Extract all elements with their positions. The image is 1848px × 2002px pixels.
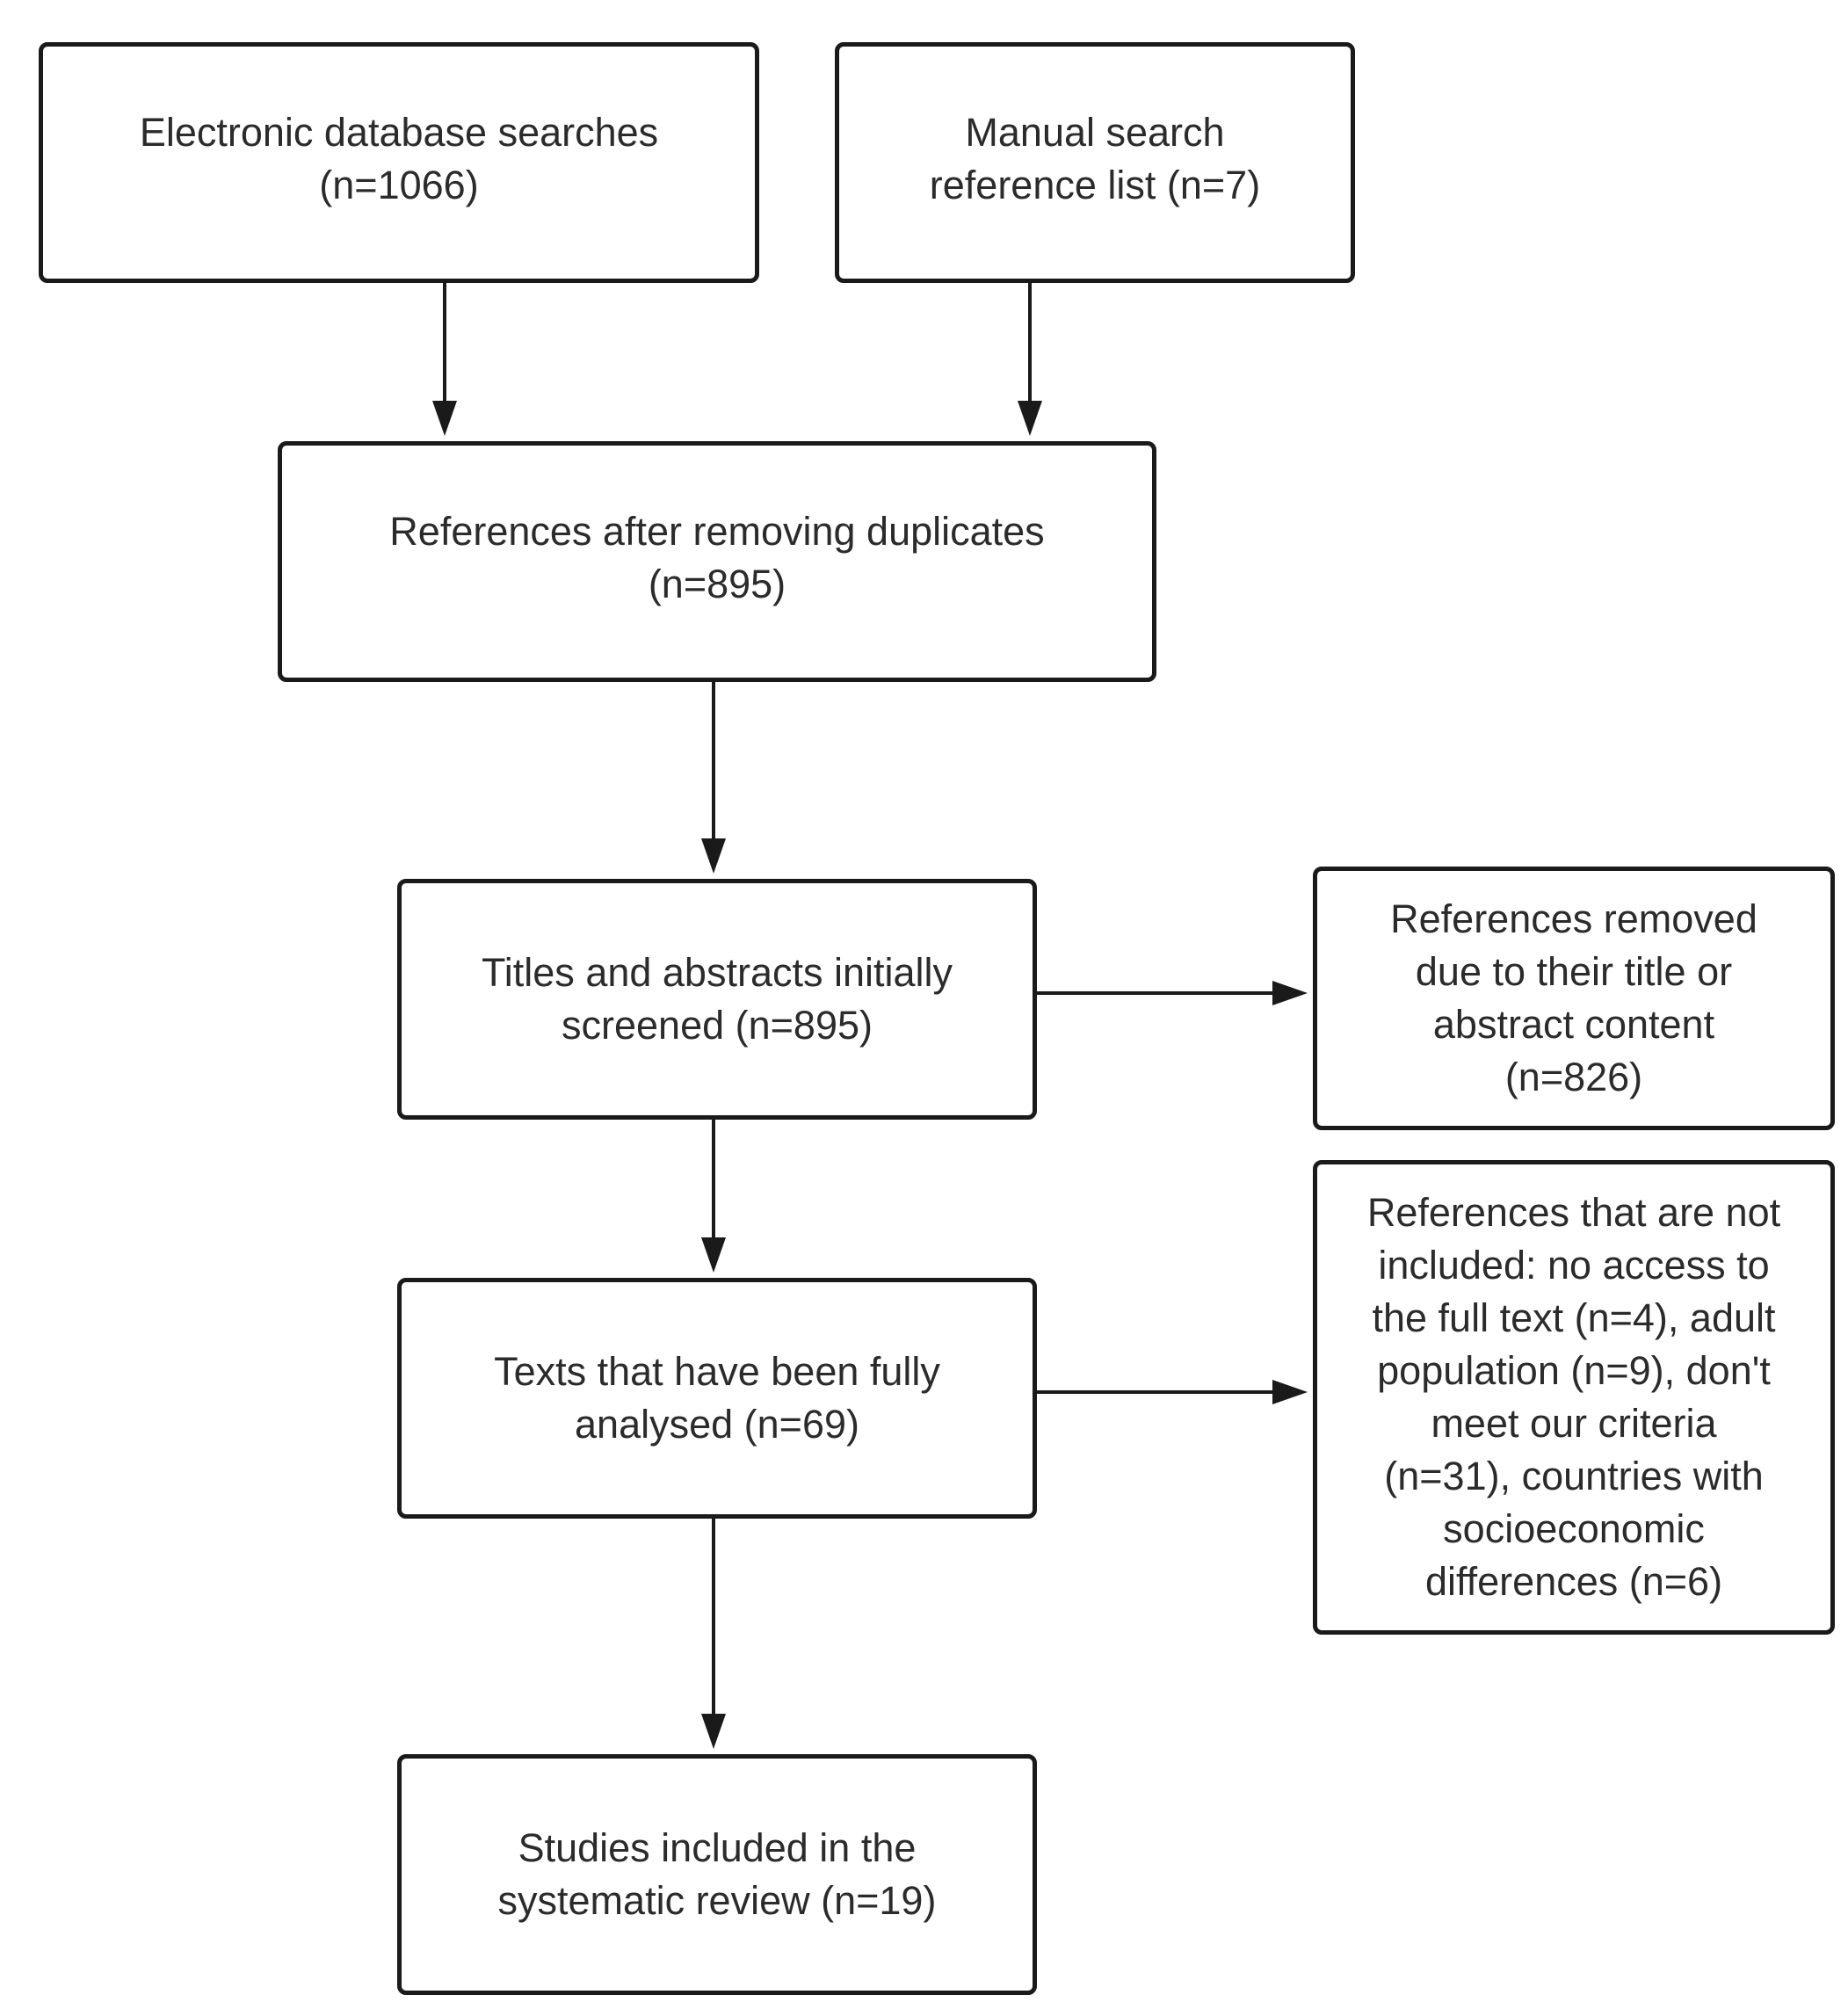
node-label: References that are not included: no acc… bbox=[1366, 1190, 1781, 1604]
node-label: Texts that have been fully analysed (n=6… bbox=[494, 1349, 940, 1447]
node-included: Studies included in the systematic revie… bbox=[397, 1754, 1037, 1995]
node-label: References removed due to their title or… bbox=[1390, 896, 1757, 1099]
node-label: References after removing duplicates (n=… bbox=[389, 509, 1045, 606]
node-after-duplicates: References after removing duplicates (n=… bbox=[278, 441, 1156, 682]
node-titles-screened: Titles and abstracts initially screened … bbox=[397, 879, 1037, 1120]
node-label: Titles and abstracts initially screened … bbox=[481, 950, 953, 1048]
arrowhead-duplicates-to-titles bbox=[701, 838, 726, 874]
arrowhead-manual-to-duplicates bbox=[1018, 401, 1042, 436]
arrowhead-titles-to-analysed bbox=[701, 1237, 726, 1273]
node-fully-analysed: Texts that have been fully analysed (n=6… bbox=[397, 1278, 1037, 1519]
arrowhead-analysed-to-excluded bbox=[1272, 1380, 1308, 1404]
node-not-included: References that are not included: no acc… bbox=[1313, 1160, 1835, 1635]
node-removed-title-abstract: References removed due to their title or… bbox=[1313, 867, 1835, 1130]
node-label: Studies included in the systematic revie… bbox=[497, 1825, 937, 1923]
node-database-searches: Electronic database searches (n=1066) bbox=[39, 42, 759, 283]
arrowhead-titles-to-removed bbox=[1272, 981, 1308, 1005]
arrowhead-analysed-to-included bbox=[701, 1714, 726, 1749]
node-label: Manual search reference list (n=7) bbox=[929, 110, 1261, 207]
node-label: Electronic database searches (n=1066) bbox=[139, 110, 659, 207]
node-manual-search: Manual search reference list (n=7) bbox=[835, 42, 1355, 283]
arrowhead-database-to-duplicates bbox=[432, 401, 457, 436]
